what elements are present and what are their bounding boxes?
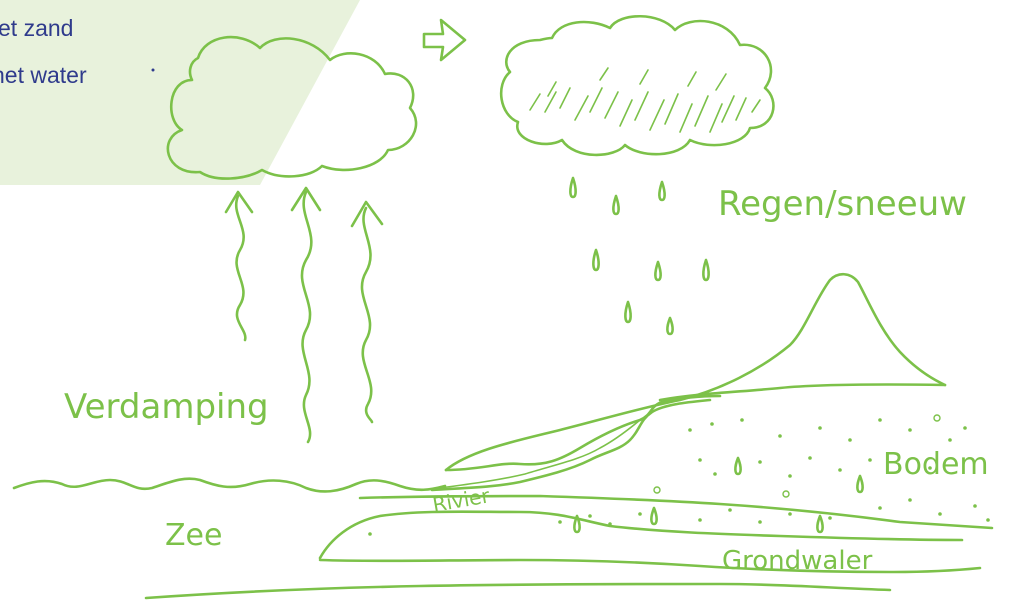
- arrow-head: [290, 186, 322, 212]
- groundwater-bottom: [318, 558, 982, 574]
- rain-cloud-hatching: [529, 67, 761, 133]
- arrow-outline-icon: [422, 18, 467, 62]
- soil-water-drop: [816, 514, 824, 534]
- evaporation-cloud: [166, 35, 418, 180]
- ground-layer: [358, 494, 994, 530]
- wavy-arrow: [300, 190, 313, 444]
- soil-water-drop: [856, 474, 864, 494]
- sea-waves: [12, 477, 447, 493]
- raindrop: [569, 176, 577, 199]
- raindrop: [658, 180, 666, 202]
- river-inner: [439, 419, 641, 489]
- river-bottom-bank: [430, 398, 712, 492]
- groundwater-top: [318, 510, 964, 560]
- rain-drops: [569, 176, 710, 336]
- label-regen-sneeuw: Regen/sneeuw: [718, 184, 967, 224]
- soil-water-drop: [650, 506, 658, 526]
- land-surface: [658, 383, 947, 402]
- soil-drops: [573, 456, 864, 534]
- label-grondwater: Grondwaler: [722, 546, 873, 576]
- wavy-arrow: [360, 206, 374, 424]
- evaporation-arrows: [224, 186, 384, 444]
- soil-dots: [368, 414, 990, 536]
- soil-water-drop: [734, 456, 742, 476]
- raindrop: [592, 248, 600, 272]
- bedrock-line: [144, 582, 892, 600]
- mountain: [444, 272, 947, 472]
- raindrop: [612, 194, 620, 216]
- raindrop: [654, 260, 662, 282]
- arrow-head: [224, 190, 254, 214]
- label-bodem: Bodem: [883, 447, 989, 482]
- soil-water-drop: [573, 514, 581, 534]
- side-text-line-1: et zand: [0, 15, 73, 41]
- raindrop: [666, 316, 674, 336]
- highlight-area: [0, 0, 360, 185]
- label-verdamping: Verdamping: [64, 387, 269, 427]
- river-top-bank: [444, 394, 722, 472]
- arrow-head: [350, 200, 384, 228]
- raindrop: [702, 258, 710, 282]
- raindrop: [624, 300, 632, 324]
- rain-cloud: [499, 14, 775, 157]
- side-text-line-2: het water: [0, 62, 87, 88]
- side-text-dot: [151, 68, 155, 72]
- label-zee: Zee: [165, 518, 222, 553]
- wavy-arrow: [235, 194, 247, 342]
